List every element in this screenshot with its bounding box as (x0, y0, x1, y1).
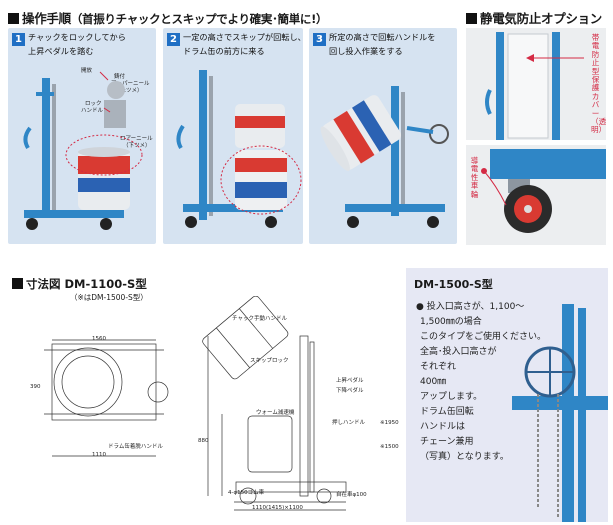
label-upper-pawl-3: （上ツメ） (115, 88, 143, 94)
model-1500-title: DM-1500-S型 (414, 278, 493, 291)
model-1500-line-7: アップします。 (420, 392, 483, 402)
operation-header: 操作手順（首振りチャックとスキップでより確実･簡単に!） (8, 8, 328, 27)
label-upper-pawl-1: 鋳付 (114, 74, 126, 80)
option-wheel-illustration (481, 149, 606, 233)
option-cover-panel: 帯電防止型保護カバー（透明） (466, 28, 606, 140)
step-2-line1: 一定の高さでスキップが回転し、 (183, 32, 303, 42)
step-3-illustration (320, 86, 449, 228)
dim-label-up-pedal: 上昇ペダル (336, 378, 364, 384)
step-3-line1: 所定の高さで回転ハンドルを (329, 32, 436, 42)
dimension-drawing (44, 296, 347, 511)
option-wheel-label: 導電性車輪 (470, 156, 479, 199)
label-lower-pawl-1: ロアーニール (120, 136, 153, 142)
model-1500-line-11: （写真）となります。 (420, 452, 509, 462)
dimension-title-text: 寸法図 DM-1100-S型 (26, 277, 147, 291)
dim-label-skip-lock: スキップロック (250, 358, 289, 364)
dim-label-1950: ※1950 (380, 420, 399, 426)
dim-label-rubber-wheel: 4-φ150ゴム車 (228, 490, 265, 496)
model-1500-photo (512, 304, 608, 522)
dimension-title: 寸法図 DM-1100-S型 (12, 276, 147, 292)
label-upper-pawl-2: アッパーニール (111, 81, 150, 87)
dim-label-1500: ※1500 (380, 444, 399, 450)
label-lock-handle-1: ロック (85, 101, 102, 107)
model-1500-line-5: それぞれ (420, 362, 457, 372)
option-title: 静電気防止オプション (480, 11, 603, 26)
model-1500-line-9: ハンドルは (420, 422, 466, 432)
step-1-number: 1 (12, 33, 25, 46)
model-1500-line-10: チェーン兼用 (420, 437, 474, 447)
dim-label-worm: ウォーム減速機 (256, 410, 295, 416)
model-1500-line-3: このタイプをご使用ください。 (420, 332, 547, 342)
option-wheel-panel: 導電性車輪 (466, 145, 606, 245)
label-lower-pawl-2: （下ツメ） (123, 143, 151, 149)
dim-label-390: 390 (30, 384, 41, 390)
dim-label-drum-handle: ドラム缶着脱ハンドル (108, 444, 163, 450)
dim-label-1110: 1110 (92, 452, 106, 458)
model-1500-line-2: 1,500㎜の場合 (420, 317, 482, 327)
step-1-line1: チャックをロックしてから (28, 32, 126, 42)
operation-subtitle: （首振りチャックとスキップでより確実･簡単に!） (70, 12, 328, 26)
model-1500-line-4: 全高･投入口高さが (420, 347, 497, 357)
step-2-line2: ドラム缶の前方に来る (183, 46, 265, 56)
option-cover-illustration (485, 32, 584, 140)
step-3-line2: 回し投入作業をする (329, 46, 403, 56)
label-lock-handle-2: ハンドル (81, 108, 104, 114)
step-3-number: 3 (313, 33, 326, 46)
header-square-icon (12, 278, 23, 289)
dim-label-880: 880 (198, 438, 209, 444)
label-open: 開放 (81, 68, 93, 74)
dim-label-down-pedal: 下降ペダル (336, 388, 364, 394)
model-1500-line-6: 400㎜ (420, 377, 447, 387)
step-2-illustration (176, 70, 302, 228)
header-square-icon (466, 13, 477, 24)
dimension-subtitle: （※はDM-1500-S型） (70, 293, 148, 302)
step-2-number: 2 (167, 33, 180, 46)
header-square-icon (8, 13, 19, 24)
option-header: 静電気防止オプション (466, 8, 602, 27)
dim-label-base: 1110(1415)×1100 (252, 505, 303, 511)
model-1500-panel: DM-1500-S型 ● 投入口高さが、1,100～ 1,500㎜の場合 このタ… (406, 268, 608, 522)
step-1-line2: 上昇ペダルを踏む (28, 46, 94, 56)
step-1-illustration (23, 71, 143, 230)
dim-label-push-handle: 押しハンドル (332, 420, 366, 426)
dim-label-caster: 自在車φ100 (336, 492, 367, 498)
model-1500-line-1: ● 投入口高さが、1,100～ (416, 302, 525, 312)
operation-title: 操作手順 (22, 11, 71, 26)
dim-label-chuck-handle: チャック手動ハンドル (232, 316, 287, 322)
option-cover-label: 帯電防止型保護カバー（透明） (591, 33, 607, 135)
dim-label-1560: 1560 (92, 336, 106, 342)
model-1500-line-8: ドラム缶回転 (420, 407, 474, 417)
